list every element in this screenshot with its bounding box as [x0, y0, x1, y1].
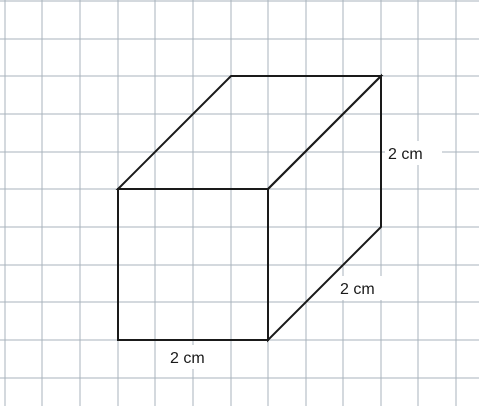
label-height: 2 cm [388, 146, 423, 163]
label-height-bg [385, 141, 442, 165]
label-depth: 2 cm [340, 281, 375, 298]
label-depth-bg [337, 276, 388, 300]
cuboid-top-face [115, 75, 384, 190]
cuboid-right-face [267, 73, 382, 343]
label-width: 2 cm [170, 350, 205, 367]
label-width-bg [167, 345, 218, 369]
cuboid [115, 73, 384, 343]
